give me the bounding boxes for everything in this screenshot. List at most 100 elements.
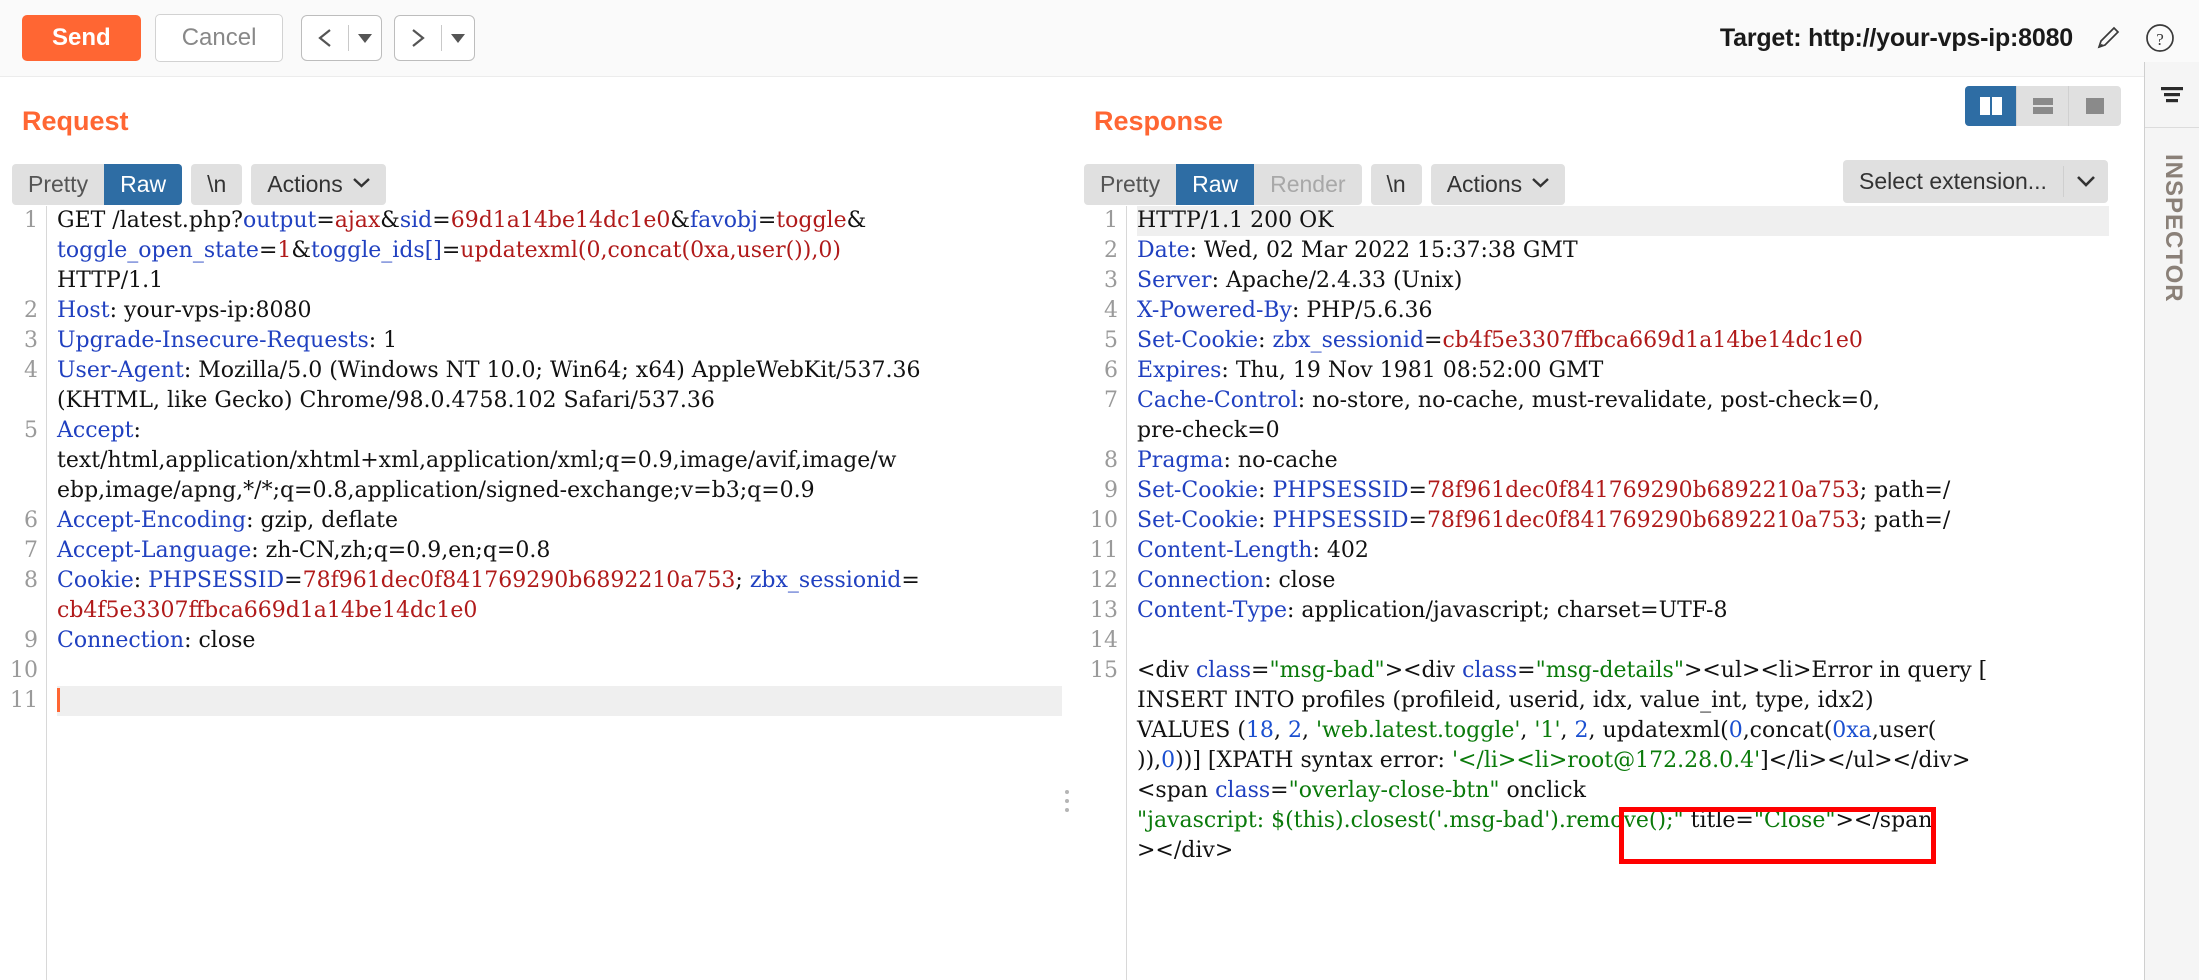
line-number: 4 — [1104, 298, 1118, 323]
code-line[interactable]: Accept-Language: zh-CN,zh;q=0.9,en;q=0.8 — [57, 538, 551, 563]
target-label: Target: http://your-vps-ip:8080 — [1719, 23, 2073, 52]
code-line[interactable]: X-Powered-By: PHP/5.6.36 — [1137, 298, 1433, 323]
panel-divider[interactable] — [1062, 206, 1080, 980]
response-tab-raw[interactable]: Raw — [1176, 164, 1255, 205]
code-line[interactable]: Accept-Encoding: gzip, deflate — [57, 508, 399, 533]
code-line[interactable]: Upgrade-Insecure-Requests: 1 — [57, 328, 398, 353]
code-line[interactable]: ebp,image/apng,*/*;q=0.8,application/sig… — [57, 478, 815, 503]
line-number: 6 — [1104, 358, 1118, 383]
code-line[interactable]: Expires: Thu, 19 Nov 1981 08:52:00 GMT — [1137, 358, 1604, 383]
pencil-icon[interactable] — [2091, 21, 2125, 55]
toolbar-rule — [0, 76, 2144, 77]
line-number: 7 — [24, 538, 38, 563]
code-line[interactable]: Connection: close — [57, 628, 256, 653]
request-actions-button[interactable]: Actions — [251, 164, 386, 205]
code-line[interactable]: GET /latest.php?output=ajax&sid=69d1a14b… — [57, 208, 867, 233]
response-view-segment: Pretty Raw Render — [1084, 164, 1362, 205]
inspector-label[interactable]: INSPECTOR — [2160, 154, 2187, 303]
question-circle-icon[interactable]: ? — [2143, 21, 2177, 55]
layout-single-button[interactable] — [2069, 86, 2121, 126]
code-line[interactable]: Set-Cookie: zbx_sessionid=cb4f5e3307ffbc… — [1137, 328, 1863, 353]
code-line[interactable] — [1137, 626, 2109, 656]
top-toolbar: Send Cancel Target: http://your-vps-ip:8… — [0, 0, 2199, 76]
line-number — [1080, 776, 1126, 806]
code-line[interactable]: VALUES (18, 2, 'web.latest.toggle', '1',… — [1137, 718, 1937, 743]
layout-side-by-side-button[interactable] — [1965, 86, 2017, 126]
code-line[interactable]: (KHTML, like Gecko) Chrome/98.0.4758.102… — [57, 388, 715, 413]
code-line[interactable]: HTTP/1.1 200 OK — [1137, 206, 2109, 236]
code-line[interactable]: HTTP/1.1 — [57, 268, 164, 293]
next-request-group[interactable] — [394, 15, 476, 61]
panel-drag-handle[interactable] — [1060, 790, 1074, 812]
code-line[interactable]: Content-Type: application/javascript; ch… — [1137, 598, 1728, 623]
code-line[interactable]: Cookie: PHPSESSID=78f961dec0f841769290b6… — [57, 568, 920, 593]
request-code-area[interactable]: GET /latest.php?output=ajax&sid=69d1a14b… — [46, 206, 1062, 980]
code-line[interactable]: pre-check=0 — [1137, 418, 1280, 443]
code-line[interactable]: <div class="msg-bad"><div class="msg-det… — [1137, 658, 1988, 683]
code-line[interactable] — [57, 656, 1062, 686]
prev-request-group[interactable] — [301, 15, 383, 61]
chevron-down-icon[interactable] — [2064, 160, 2108, 203]
prev-dropdown-caret-icon[interactable] — [349, 16, 381, 60]
code-line[interactable]: Set-Cookie: PHPSESSID=78f961dec0f8417692… — [1137, 478, 1951, 503]
code-line[interactable]: <span class="overlay-close-btn" onclick — [1137, 778, 1586, 803]
line-number: 12 — [1090, 568, 1118, 593]
code-line[interactable] — [57, 686, 1062, 716]
code-line[interactable]: ></div> — [1137, 838, 1234, 863]
request-tab-pretty[interactable]: Pretty — [28, 171, 89, 197]
code-line[interactable]: )),0))] [XPATH syntax error: '</li><li>r… — [1137, 748, 1971, 773]
code-line[interactable]: toggle_open_state=1&toggle_ids[]=updatex… — [57, 238, 841, 263]
line-number: 3 — [24, 328, 38, 353]
code-line[interactable]: Date: Wed, 02 Mar 2022 15:37:38 GMT — [1137, 238, 1578, 263]
svg-text:?: ? — [2156, 30, 2164, 49]
hamburger-filter-icon[interactable] — [2145, 62, 2199, 128]
line-number: 7 — [1104, 388, 1118, 413]
line-number — [0, 266, 46, 296]
line-number: 10 — [10, 658, 38, 683]
response-actions-button[interactable]: Actions — [1430, 164, 1566, 205]
text-cursor — [57, 688, 60, 712]
line-number — [1080, 716, 1126, 746]
send-button[interactable]: Send — [22, 14, 141, 62]
next-dropdown-caret-icon[interactable] — [442, 16, 474, 60]
code-line[interactable]: Pragma: no-cache — [1137, 448, 1338, 473]
chevron-right-icon[interactable] — [395, 16, 441, 60]
code-line[interactable]: Accept: — [57, 418, 141, 443]
line-number: 2 — [1104, 238, 1118, 263]
layout-stacked-button[interactable] — [2017, 86, 2069, 126]
request-tab-raw[interactable]: Raw — [104, 164, 183, 205]
code-line[interactable]: Cache-Control: no-store, no-cache, must-… — [1137, 388, 1880, 413]
code-line[interactable]: Connection: close — [1137, 568, 1336, 593]
code-line[interactable]: Host: your-vps-ip:8080 — [57, 298, 312, 323]
line-number: 8 — [1104, 448, 1118, 473]
response-newline-button[interactable]: \n — [1370, 164, 1422, 205]
line-number: 1 — [1104, 208, 1118, 233]
code-line[interactable]: User-Agent: Mozilla/5.0 (Windows NT 10.0… — [57, 358, 921, 383]
code-line[interactable]: INSERT INTO profiles (profileid, userid,… — [1137, 688, 1874, 713]
code-line[interactable]: "javascript: $(this).closest('.msg-bad')… — [1137, 808, 1933, 833]
response-tab-pretty[interactable]: Pretty — [1100, 171, 1161, 197]
line-number — [1080, 836, 1126, 866]
line-number — [0, 446, 46, 476]
chevron-left-icon[interactable] — [302, 16, 348, 60]
line-number — [0, 236, 46, 266]
line-number — [1080, 686, 1126, 716]
line-number — [1080, 746, 1126, 776]
cancel-button[interactable]: Cancel — [154, 13, 284, 63]
code-line[interactable]: cb4f5e3307ffbca669d1a14be14dc1e0 — [57, 598, 478, 623]
line-number: 15 — [1090, 658, 1118, 683]
response-actions-label: Actions — [1446, 171, 1523, 197]
code-line[interactable]: Set-Cookie: PHPSESSID=78f961dec0f8417692… — [1137, 508, 1951, 533]
code-line[interactable]: text/html,application/xhtml+xml,applicat… — [57, 448, 897, 473]
code-line[interactable]: Server: Apache/2.4.33 (Unix) — [1137, 268, 1463, 293]
line-number — [0, 476, 46, 506]
request-newline-button[interactable]: \n — [191, 164, 243, 205]
code-line[interactable]: Content-Length: 402 — [1137, 538, 1369, 563]
select-extension-dropdown[interactable]: Select extension... — [1843, 160, 2108, 203]
line-number: 4 — [24, 358, 38, 383]
response-panel-title: Response — [1094, 106, 1224, 136]
